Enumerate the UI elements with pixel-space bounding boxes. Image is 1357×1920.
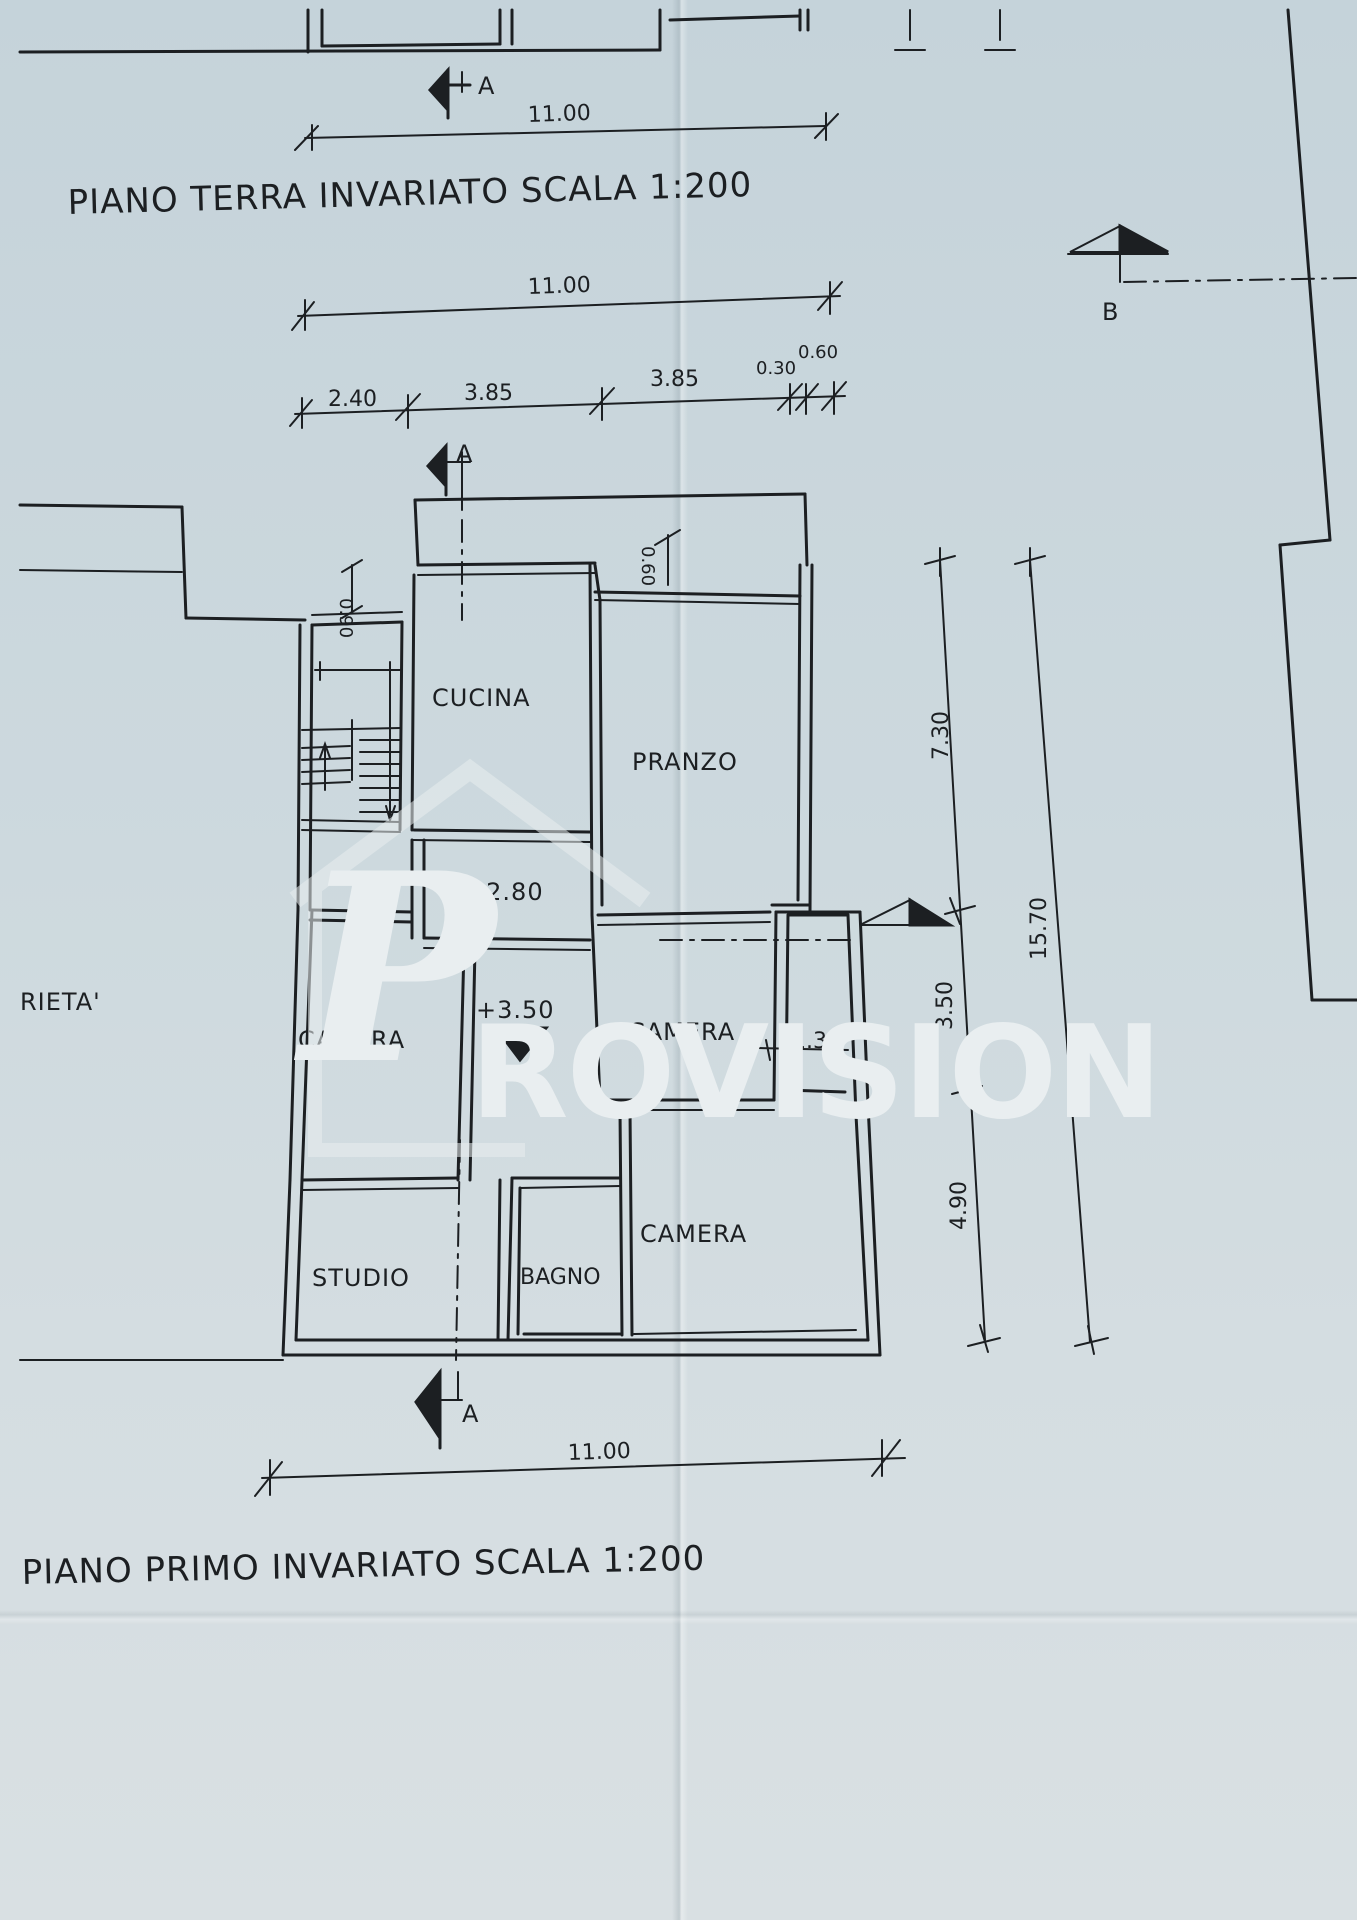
dimension-line-inner bbox=[757, 1039, 849, 1061]
room-label-bedroom-right: CAMERA bbox=[640, 1220, 747, 1248]
first-floor-title: PIANO PRIMO INVARIATO SCALA 1:200 bbox=[21, 1539, 705, 1593]
watermark-brand: ROVISION bbox=[470, 999, 1162, 1148]
room-label-bathroom: BAGNO bbox=[520, 1265, 601, 1290]
dim-label-wall-2: 0.60 bbox=[637, 546, 658, 586]
dim-label-segment-4: 0.30 bbox=[756, 358, 796, 379]
room-label-bedroom-center: CAMERA bbox=[628, 1018, 735, 1046]
neighbor-label: RIETA' bbox=[20, 988, 101, 1016]
watermark-initial: P bbox=[300, 817, 496, 1122]
dim-label-segment-3: 3.85 bbox=[650, 367, 699, 392]
dimension-line-overall-bottom bbox=[254, 1439, 906, 1497]
section-label-a-middle: A bbox=[456, 440, 473, 468]
room-label-dining: PRANZO bbox=[632, 748, 738, 776]
room-label-kitchen: CUCINA bbox=[432, 684, 531, 712]
dimension-line-segments bbox=[289, 381, 847, 429]
dim-label-vertical-3: 4.90 bbox=[947, 1181, 972, 1230]
adjacent-building-right bbox=[1278, 8, 1357, 1002]
ground-floor-plan-fragment bbox=[18, 8, 1016, 54]
dim-label-segment-1: 2.40 bbox=[328, 387, 377, 412]
dim-label-vertical-1: 7.30 bbox=[929, 711, 954, 760]
section-marker-b bbox=[1067, 223, 1357, 283]
dim-label-vertical-2: 3.50 bbox=[933, 981, 958, 1030]
section-label-a-upper: A bbox=[478, 72, 495, 100]
dim-label-segment-2: 3.85 bbox=[464, 381, 513, 406]
section-marker-a-middle bbox=[425, 442, 471, 621]
dimension-line-overall-top bbox=[291, 281, 843, 331]
dim-label-segment-5: 0.60 bbox=[798, 342, 838, 363]
dim-label-wall-1: 0.90 bbox=[335, 598, 356, 638]
section-label-a-lower: A bbox=[462, 1400, 479, 1428]
paper-fold-horizontal bbox=[0, 1610, 1357, 1624]
dimension-line-top bbox=[294, 112, 839, 151]
ground-floor-title: PIANO TERRA INVARIATO SCALA 1:200 bbox=[67, 165, 753, 223]
dim-label-total: 15.70 bbox=[1027, 897, 1052, 960]
adjacent-building-left bbox=[18, 503, 307, 622]
dim-label-inner: 1.30 bbox=[792, 1029, 841, 1054]
room-label-study: STUDIO bbox=[312, 1264, 410, 1292]
staircase bbox=[301, 661, 401, 833]
dimension-lines-vertical bbox=[924, 547, 1109, 1355]
section-label-b: B bbox=[1102, 298, 1118, 326]
paper-fold-vertical bbox=[672, 0, 688, 1920]
dimension-ticks-wall bbox=[341, 529, 681, 619]
dim-label-overall-bottom: 11.00 bbox=[567, 1439, 631, 1466]
dim-label-top: 11.00 bbox=[527, 101, 591, 128]
section-marker-a-lower bbox=[414, 1367, 463, 1450]
section-marker-a-upper bbox=[427, 66, 472, 120]
dim-label-overall-top: 11.00 bbox=[527, 273, 591, 300]
section-marker-right bbox=[859, 897, 956, 927]
